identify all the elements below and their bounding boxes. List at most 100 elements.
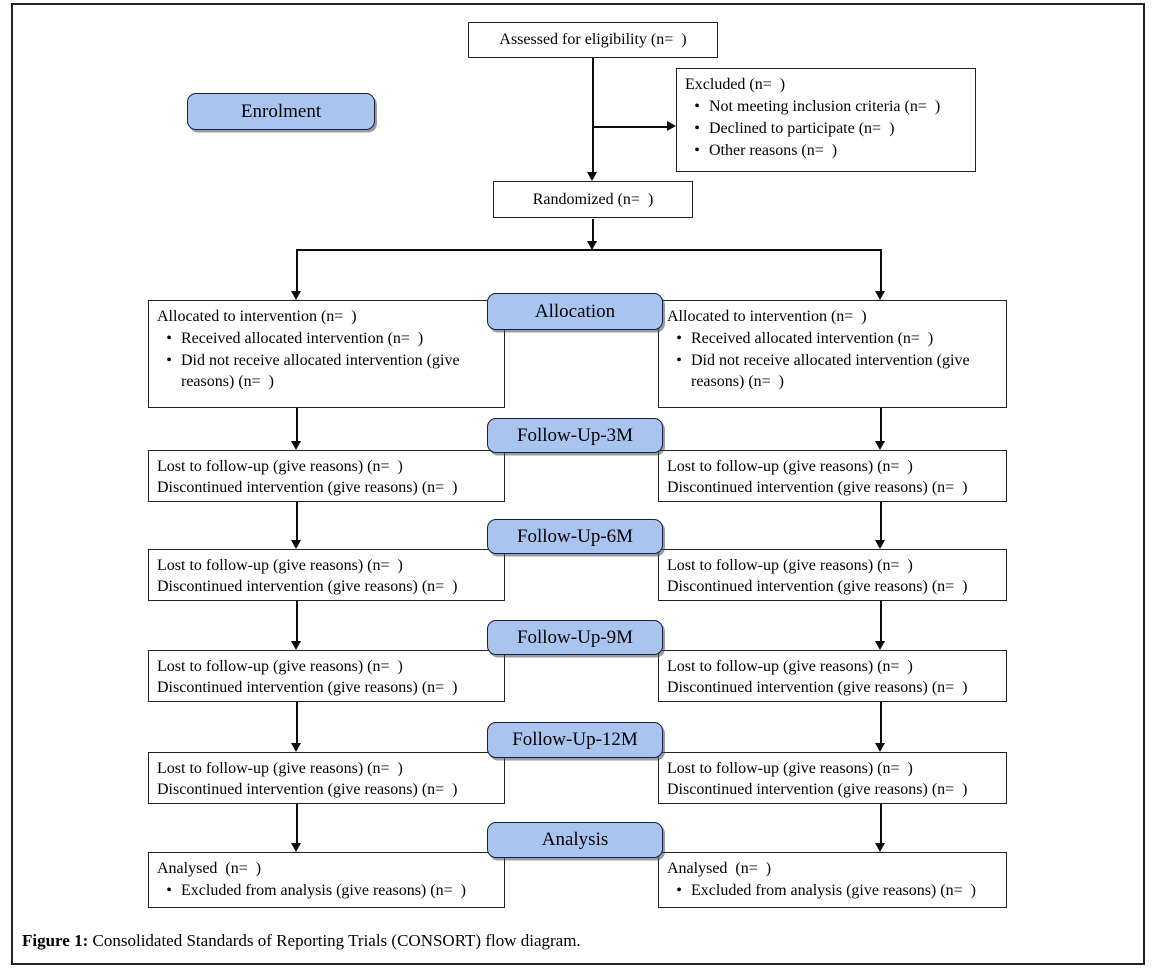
followup-12m-box-right: Lost to follow-up (give reasons) (n= ) D… (658, 752, 1007, 804)
arrowhead-into-right-allocation (875, 291, 885, 300)
bullet-icon: • (676, 330, 682, 348)
stage-label-followup-6m: Follow-Up-6M (487, 519, 663, 554)
arrowhead-left-fu3m (291, 441, 301, 450)
discontinued-line: Discontinued intervention (give reasons)… (157, 679, 458, 697)
bullet-icon: • (676, 882, 682, 900)
stage-label-allocation: Allocation (487, 293, 663, 330)
analysis-bullet-1: • Excluded from analysis (give reasons) … (667, 880, 998, 901)
stage-label-analysis: Analysis (487, 822, 663, 858)
line-branch-to-excluded (592, 126, 667, 128)
discontinued-line: Discontinued intervention (give reasons)… (157, 781, 458, 799)
arrowhead-into-left-allocation (291, 291, 301, 300)
allocation-box-right: Allocated to intervention (n= ) • Receiv… (658, 300, 1007, 408)
line-split-right-down (880, 249, 882, 291)
allocation-bullet-1: • Received allocated intervention (n= ) (157, 328, 496, 349)
line-left-fu3m-to-fu6m (296, 502, 298, 541)
stage-label-allocation-text: Allocation (534, 300, 616, 322)
bullet-icon: • (694, 120, 700, 138)
line-right-alloc-to-fu3m (880, 408, 882, 442)
excluded-title: Excluded (n= ) (685, 76, 786, 93)
line-right-fu6m-to-fu9m (880, 601, 882, 641)
analysis-bullet-1: • Excluded from analysis (give reasons) … (157, 880, 496, 901)
allocation-box-left: Allocated to intervention (n= ) • Receiv… (148, 300, 505, 408)
allocation-title: Allocated to intervention (n= ) (667, 308, 867, 325)
discontinued-line: Discontinued intervention (give reasons)… (157, 578, 458, 596)
stage-label-followup-3m-text: Follow-Up-3M (516, 424, 634, 446)
arrowhead-left-analysis (291, 843, 301, 852)
line-right-fu9m-to-fu12m (880, 702, 882, 743)
discontinued-line: Discontinued intervention (give reasons)… (667, 679, 968, 697)
randomized-box: Randomized (n= ) (493, 181, 693, 218)
bullet-icon: • (676, 352, 682, 370)
lost-to-followup-line: Lost to follow-up (give reasons) (n= ) (667, 760, 913, 777)
stage-label-followup-9m: Follow-Up-9M (487, 620, 663, 655)
followup-9m-box-left: Lost to follow-up (give reasons) (n= ) D… (148, 650, 505, 702)
lost-to-followup-line: Lost to follow-up (give reasons) (n= ) (157, 557, 403, 574)
arrowhead-right-fu12m (875, 743, 885, 752)
allocation-bullet-2: • Did not receive allocated intervention… (157, 350, 496, 392)
followup-6m-box-right: Lost to follow-up (give reasons) (n= ) D… (658, 549, 1007, 601)
stage-label-followup-9m-text: Follow-Up-9M (516, 626, 634, 648)
assessed-eligibility-text: Assessed for eligibility (n= ) (499, 31, 687, 49)
bullet-icon: • (694, 98, 700, 116)
figure-caption-prefix: Figure 1: (22, 931, 89, 950)
line-left-fu6m-to-fu9m (296, 601, 298, 641)
line-left-fu9m-to-fu12m (296, 702, 298, 743)
analysed-title: Analysed (n= ) (157, 860, 262, 877)
lost-to-followup-line: Lost to follow-up (give reasons) (n= ) (157, 658, 403, 675)
line-left-alloc-to-fu3m (296, 408, 298, 442)
analysis-box-right: Analysed (n= ) • Excluded from analysis … (658, 852, 1007, 908)
figure-border (11, 3, 1145, 965)
excluded-box: Excluded (n= ) • Not meeting inclusion c… (676, 68, 976, 172)
allocation-title: Allocated to intervention (n= ) (157, 308, 357, 325)
figure-caption: Figure 1: Consolidated Standards of Repo… (22, 931, 581, 951)
stage-label-followup-6m-text: Follow-Up-6M (516, 525, 634, 547)
line-randomized-down (592, 219, 594, 243)
line-split-left-down (296, 249, 298, 291)
discontinued-line: Discontinued intervention (give reasons)… (667, 479, 968, 497)
excluded-bullet-3: • Other reasons (n= ) (685, 140, 967, 161)
stage-label-followup-3m: Follow-Up-3M (487, 418, 663, 453)
followup-3m-box-right: Lost to follow-up (give reasons) (n= ) D… (658, 450, 1007, 502)
allocation-bullet-1: • Received allocated intervention (n= ) (667, 328, 998, 349)
arrowhead-right-fu3m (875, 441, 885, 450)
arrowhead-left-fu12m (291, 743, 301, 752)
discontinued-line: Discontinued intervention (give reasons)… (667, 578, 968, 596)
analysed-title: Analysed (n= ) (667, 860, 772, 877)
bullet-icon: • (166, 330, 172, 348)
bullet-icon: • (694, 142, 700, 160)
line-right-fu3m-to-fu6m (880, 502, 882, 541)
line-assessed-to-randomized (592, 58, 594, 172)
stage-label-enrolment-text: Enrolment (240, 100, 322, 122)
stage-label-analysis-text: Analysis (541, 829, 609, 850)
lost-to-followup-line: Lost to follow-up (give reasons) (n= ) (157, 458, 403, 475)
figure-caption-text: Consolidated Standards of Reporting Tria… (88, 931, 581, 950)
arrowhead-right-fu9m (875, 641, 885, 650)
stage-label-followup-12m: Follow-Up-12M (487, 722, 663, 758)
lost-to-followup-line: Lost to follow-up (give reasons) (n= ) (667, 658, 913, 675)
arrowhead-left-fu9m (291, 641, 301, 650)
bullet-icon: • (166, 352, 172, 370)
line-right-fu12m-to-analysis (880, 804, 882, 843)
lost-to-followup-line: Lost to follow-up (give reasons) (n= ) (667, 458, 913, 475)
arrowhead-right-analysis (875, 843, 885, 852)
lost-to-followup-line: Lost to follow-up (give reasons) (n= ) (667, 557, 913, 574)
stage-label-enrolment: Enrolment (187, 93, 375, 130)
stage-label-followup-12m-text: Follow-Up-12M (512, 729, 638, 750)
followup-6m-box-left: Lost to follow-up (give reasons) (n= ) D… (148, 549, 505, 601)
analysis-box-left: Analysed (n= ) • Excluded from analysis … (148, 852, 505, 908)
arrowhead-right-fu6m (875, 540, 885, 549)
line-left-fu12m-to-analysis (296, 804, 298, 843)
line-split-horizontal (296, 249, 882, 251)
arrowhead-into-excluded (667, 121, 676, 131)
arrowhead-randomized-junction (587, 241, 597, 250)
arrowhead-left-fu6m (291, 540, 301, 549)
discontinued-line: Discontinued intervention (give reasons)… (667, 781, 968, 799)
randomized-text: Randomized (n= ) (532, 190, 654, 208)
followup-9m-box-right: Lost to follow-up (give reasons) (n= ) D… (658, 650, 1007, 702)
lost-to-followup-line: Lost to follow-up (give reasons) (n= ) (157, 760, 403, 777)
discontinued-line: Discontinued intervention (give reasons)… (157, 479, 458, 497)
followup-12m-box-left: Lost to follow-up (give reasons) (n= ) D… (148, 752, 505, 804)
followup-3m-box-left: Lost to follow-up (give reasons) (n= ) D… (148, 450, 505, 502)
